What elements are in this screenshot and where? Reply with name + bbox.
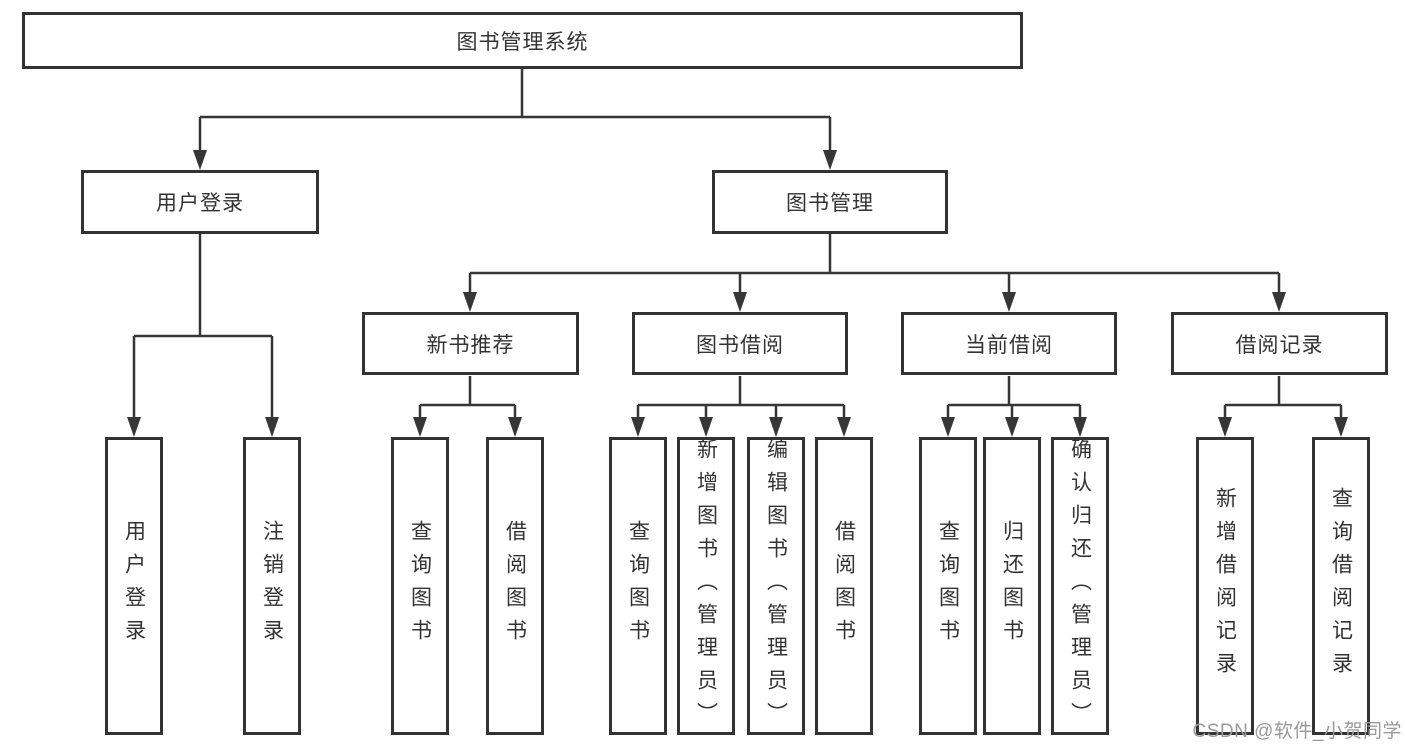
leaf-recommend-query-books-label: 查询图书 [408,520,432,652]
leaf-edit-books-admin-label: 编辑图书（管理员） [764,437,788,735]
leaf-add-books-admin-label: 新增图书（管理员） [694,437,718,735]
node-new-book-recommendation: 新书推荐 [362,312,579,375]
leaf-add-books-admin: 新增图书（管理员） [677,437,735,735]
node-borrowing-records-label: 借阅记录 [1235,333,1324,357]
node-new-book-recommendation-label: 新书推荐 [426,333,515,357]
node-library-system-label: 图书管理系统 [456,30,589,54]
node-borrowing-records: 借阅记录 [1171,312,1388,375]
leaf-current-query-books-label: 查询图书 [936,520,960,652]
watermark: CSDN @软件_小贺同学 [1192,721,1402,742]
leaf-logout: 注销登录 [243,437,301,735]
leaf-recommend-borrow-books-label: 借阅图书 [503,520,527,652]
leaf-borrowing-borrow-books-label: 借阅图书 [832,520,856,652]
node-library-system: 图书管理系统 [22,12,1023,69]
leaf-recommend-borrow-books: 借阅图书 [486,437,544,735]
leaf-borrowing-query-books-label: 查询图书 [626,520,650,652]
leaf-return-books-label: 归还图书 [1000,520,1024,652]
leaf-user-login-label: 用户登录 [122,520,146,652]
leaf-current-query-books: 查询图书 [919,437,977,735]
leaf-return-books: 归还图书 [983,437,1041,735]
node-user-login: 用户登录 [81,170,319,234]
leaf-logout-label: 注销登录 [260,520,284,652]
leaf-confirm-return-admin-label: 确认归还（管理员） [1068,437,1092,735]
node-current-borrowing-label: 当前借阅 [965,333,1053,357]
leaf-query-borrow-record-label: 查询借阅记录 [1329,487,1353,685]
node-user-login-label: 用户登录 [156,192,244,215]
node-book-management-label: 图书管理 [786,192,874,215]
leaf-borrowing-borrow-books: 借阅图书 [815,437,873,735]
leaf-edit-books-admin: 编辑图书（管理员） [747,437,805,735]
node-current-borrowing: 当前借阅 [901,312,1117,375]
node-book-borrowing-label: 图书借阅 [696,333,784,357]
leaf-recommend-query-books: 查询图书 [391,437,449,735]
leaf-user-login: 用户登录 [105,437,163,735]
leaf-borrowing-query-books: 查询图书 [609,437,667,735]
leaf-add-borrow-record-label: 新增借阅记录 [1213,487,1237,685]
node-book-management: 图书管理 [712,170,948,234]
leaf-query-borrow-record: 查询借阅记录 [1312,437,1370,735]
node-book-borrowing: 图书借阅 [632,312,848,375]
leaf-confirm-return-admin: 确认归还（管理员） [1051,437,1109,735]
leaf-add-borrow-record: 新增借阅记录 [1196,437,1254,735]
